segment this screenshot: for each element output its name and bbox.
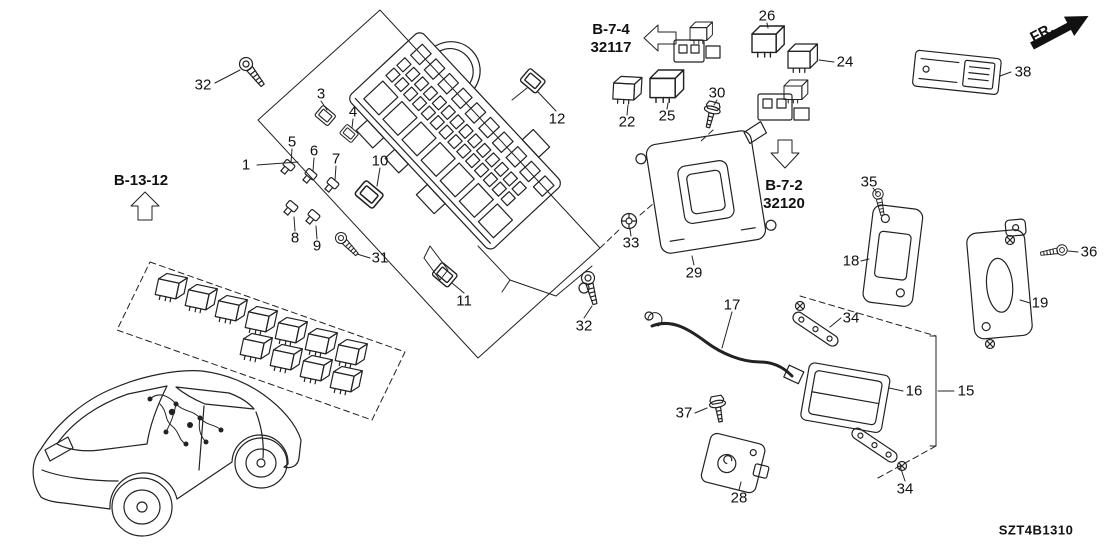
callout-26: 26 <box>758 7 776 25</box>
clip-8 <box>281 199 300 218</box>
callout-11: 11 <box>456 292 472 310</box>
callout-31: 31 <box>371 249 389 267</box>
callout-16: 16 <box>905 382 923 400</box>
callout-3: 3 <box>316 85 326 103</box>
fusebox-assembly-outline <box>257 9 601 359</box>
relay-26 <box>751 25 785 58</box>
callout-24: 24 <box>836 53 854 71</box>
fr-direction-arrow-icon <box>1030 15 1089 50</box>
ref-b-7-4-number: 32117 <box>590 39 632 56</box>
ref-b-7-2: B-7-2 32120 <box>763 177 805 213</box>
callout-8: 8 <box>290 229 300 247</box>
connector-12-link <box>511 87 528 101</box>
callout-1: 1 <box>241 156 251 174</box>
wire-harness-17 <box>644 311 805 385</box>
module-38 <box>912 49 1002 95</box>
ref-b-13-12-code: B-13-12 <box>113 172 169 189</box>
ref-b-13-12: B-13-12 <box>114 172 168 190</box>
callout-15: 15 <box>957 382 975 400</box>
connector-12 <box>518 67 547 95</box>
ref-arrow-down-icon <box>770 139 800 169</box>
callout-32-b: 32 <box>575 317 593 335</box>
callout-12: 12 <box>548 110 566 128</box>
relay-22 <box>611 75 643 106</box>
relay-block-b-7-2 <box>757 79 810 121</box>
callout-33: 33 <box>622 234 640 252</box>
callout-4: 4 <box>348 103 358 121</box>
control-unit-29 <box>635 121 777 254</box>
callout-28: 28 <box>730 489 748 507</box>
relay-group-outline <box>116 261 406 421</box>
callout-37: 37 <box>675 404 693 422</box>
callout-34-b: 34 <box>896 480 914 498</box>
fuse-box <box>349 32 561 250</box>
bracket-34-top <box>790 309 841 349</box>
clip-7 <box>322 176 341 195</box>
nut-33 <box>620 212 638 230</box>
callout-38: 38 <box>1014 63 1032 81</box>
screw-36 <box>1039 243 1069 260</box>
bracket-28 <box>700 432 770 494</box>
ref-b-7-2-code: B-7-2 <box>765 177 803 194</box>
callout-18: 18 <box>842 252 860 270</box>
relay-24 <box>787 43 819 73</box>
callout-34-a: 34 <box>842 309 860 327</box>
screwhead-19-top <box>1004 234 1016 246</box>
bolt-37 <box>707 394 730 424</box>
fusebox-bracket <box>423 245 593 297</box>
ref-b-7-4-code: B-7-4 <box>592 21 630 38</box>
callout-17: 17 <box>723 296 741 314</box>
callout-7: 7 <box>331 150 341 168</box>
relay-25 <box>649 69 685 104</box>
ref-b-7-4: B-7-4 32117 <box>591 21 632 57</box>
callout-9: 9 <box>312 237 322 255</box>
bracket-18 <box>862 204 924 307</box>
ref-b-7-2-number: 32120 <box>763 195 805 212</box>
clip-5 <box>278 158 297 177</box>
callout-6: 6 <box>309 142 319 160</box>
callout-30: 30 <box>708 84 726 102</box>
screw-32-top <box>236 54 269 90</box>
callout-35: 35 <box>860 173 878 191</box>
bracket-19 <box>966 218 1033 340</box>
screwhead-19-bottom <box>984 338 996 350</box>
vehicle-sketch <box>32 370 302 537</box>
group-15-bracket <box>799 295 955 479</box>
callout-10: 10 <box>371 152 389 170</box>
ref-arrow-up-icon <box>130 191 160 221</box>
relay-block-b-7-4 <box>673 21 721 63</box>
callout-32-a: 32 <box>194 76 212 94</box>
screwhead-34-top <box>794 300 806 312</box>
clip-6 <box>300 167 319 186</box>
dashed-leaders <box>599 129 714 249</box>
module-16 <box>800 362 891 434</box>
relay-10 <box>353 179 385 210</box>
connector-4 <box>338 123 360 144</box>
bolt-30 <box>699 99 723 130</box>
ref-arrow-left-icon <box>643 24 677 52</box>
callout-25: 25 <box>658 107 676 125</box>
relay-group <box>153 271 368 398</box>
screw-35 <box>871 187 889 217</box>
callout-22: 22 <box>618 113 636 131</box>
callout-36: 36 <box>1080 243 1098 261</box>
vehicle-wiring-scribble <box>147 394 224 447</box>
screw-32-bottom <box>579 269 602 307</box>
callout-19: 19 <box>1031 294 1049 312</box>
callout-29: 29 <box>685 264 703 282</box>
diagram-code: SZT4B1310 <box>998 522 1074 538</box>
leader-lines <box>214 22 1079 491</box>
callout-5: 5 <box>287 133 297 151</box>
clip-9 <box>303 208 322 227</box>
